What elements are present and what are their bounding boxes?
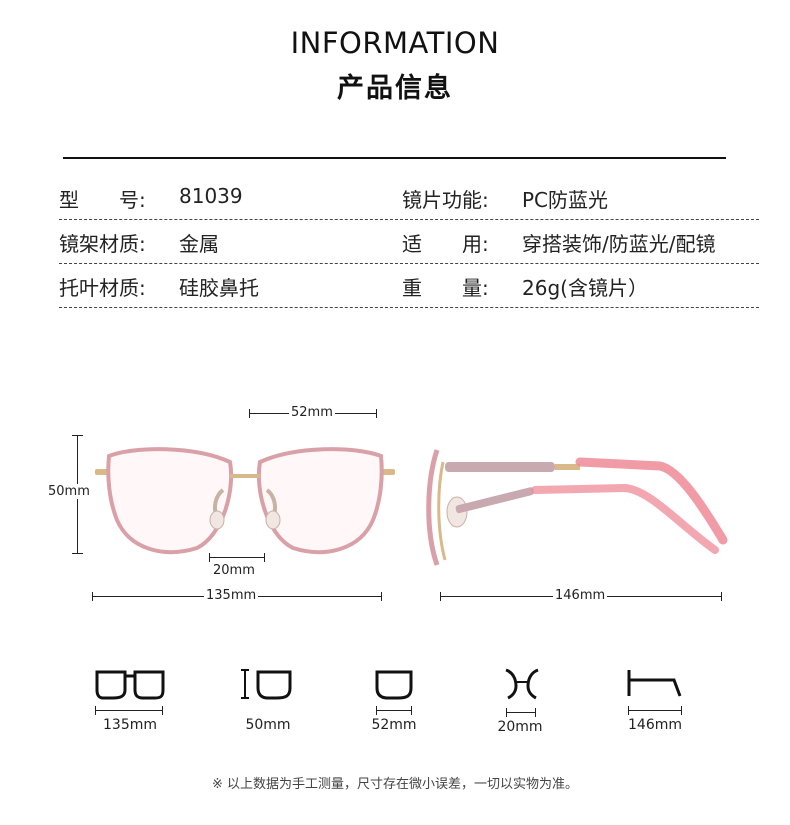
measurement-note: ※ 以上数据为手工测量，尺寸存在微小误差，一切以实物为准。 <box>211 777 579 792</box>
spec-value: PC防蓝光 <box>522 188 609 212</box>
spec-value: 81039 <box>179 184 243 208</box>
spec-row: 型 号: 81039 镜片功能: PC防蓝光 <box>59 178 759 220</box>
spec-label: 镜架材质: <box>59 232 146 256</box>
spec-label: 型 号: <box>59 188 146 212</box>
bridge-label: 20mm <box>211 563 257 578</box>
hinge-right <box>381 469 395 475</box>
temple-icon <box>627 670 682 697</box>
temple-arm <box>445 462 555 472</box>
title-chinese: 产品信息 <box>337 73 453 104</box>
spec-row: 镜架材质: 金属 适 用: 穿搭装饰/防蓝光/配镜 <box>59 222 759 264</box>
lens-right <box>256 447 384 555</box>
header-divider <box>63 157 726 159</box>
spec-value: 金属 <box>179 232 219 256</box>
lens-width-label: 52mm <box>289 405 335 420</box>
hinge-left <box>95 469 109 475</box>
spec-row: 托叶材质: 硅胶鼻托 重 量: 26g(含镜片） <box>59 266 759 308</box>
spec-label: 镜片功能: <box>402 188 489 212</box>
lens-height-label: 50mm <box>46 484 92 499</box>
glasses-front-view <box>95 447 395 555</box>
title-english: INFORMATION <box>290 26 500 60</box>
spec-label: 重 量: <box>402 276 489 300</box>
lens-height-icon <box>241 669 292 700</box>
icon-label: 146mm <box>628 717 682 733</box>
lens-left <box>106 447 234 555</box>
spec-value: 穿搭装饰/防蓝光/配镜 <box>522 232 716 256</box>
bridge-line <box>209 553 265 562</box>
temple-length-label: 146mm <box>553 588 608 603</box>
spec-value: 26g(含镜片） <box>522 276 648 300</box>
bridge-icon <box>505 668 539 700</box>
spec-value: 硅胶鼻托 <box>179 276 259 300</box>
frame-width-label: 135mm <box>204 588 259 603</box>
frame-width-icon <box>95 670 165 700</box>
spec-label: 适 用: <box>402 232 489 256</box>
icon-label: 50mm <box>245 717 291 733</box>
icon-label: 52mm <box>371 717 417 733</box>
spec-label: 托叶材质: <box>59 276 146 300</box>
front-rim <box>426 449 440 566</box>
icon-label: 20mm <box>497 719 543 735</box>
temple-tip <box>575 457 728 545</box>
icon-label: 135mm <box>103 717 157 733</box>
lens-width-icon <box>375 670 413 700</box>
glasses-side-view <box>426 449 728 566</box>
